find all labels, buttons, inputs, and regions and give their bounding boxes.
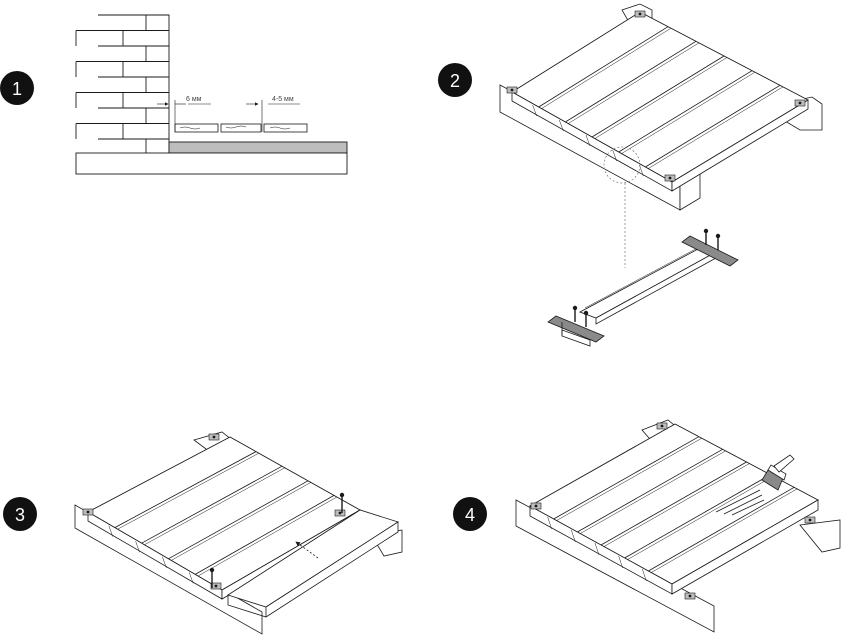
step-3-number: 3 <box>15 505 25 525</box>
insert-direction-arrow <box>295 541 319 559</box>
board-seam <box>648 486 795 572</box>
board-seam <box>141 465 283 544</box>
step-2-panel: 2 <box>438 3 823 347</box>
end-grain <box>135 541 140 553</box>
board-seam <box>594 57 728 139</box>
end-grain <box>618 555 623 569</box>
deck-edge <box>671 499 819 595</box>
board-seam <box>603 463 750 547</box>
step-3-last-board <box>227 509 399 618</box>
screw-head <box>534 504 538 508</box>
board-seam <box>565 40 697 123</box>
step-2-number: 2 <box>450 71 460 91</box>
end-grain <box>594 542 600 556</box>
detail-board-clips <box>547 235 739 347</box>
board-seam <box>600 461 747 546</box>
deck-surface <box>529 423 819 585</box>
step-2-deck <box>499 3 823 211</box>
board-seam <box>553 436 700 520</box>
step-4-deck <box>515 419 841 633</box>
board-seam <box>198 496 338 577</box>
step-1-number: 1 <box>12 79 22 99</box>
step-1-badge: 1 <box>0 71 34 105</box>
floor-boards-side <box>174 123 308 133</box>
step-2-badge: 2 <box>438 63 472 97</box>
wall-gap-label: 6 мм <box>186 96 202 103</box>
board-seam <box>538 26 669 108</box>
board-seam <box>621 71 756 154</box>
board-seam <box>627 475 774 560</box>
board-seam <box>168 480 309 560</box>
end-grain <box>162 556 167 568</box>
board-seam <box>591 55 725 138</box>
screw-head <box>688 594 692 598</box>
step-3-badge: 3 <box>3 497 37 531</box>
brush-strokes <box>715 489 765 516</box>
deck-edge <box>671 99 809 192</box>
board-seam <box>624 474 771 559</box>
step-3-panel: 3 <box>3 431 403 635</box>
end-grain <box>612 149 617 162</box>
screw-head <box>86 510 90 514</box>
step-3-screws <box>209 492 345 588</box>
board-gap-dimension <box>246 100 300 132</box>
board-seam <box>541 27 672 109</box>
end-grain <box>642 568 647 582</box>
step-1-panel: 1 6 мм <box>0 14 348 175</box>
board-seam <box>580 450 726 534</box>
step-4-number: 4 <box>465 505 475 525</box>
joist <box>799 519 841 553</box>
screw-head <box>660 424 664 428</box>
end-grain <box>547 516 552 530</box>
board-seam <box>648 86 784 169</box>
board-seam <box>195 495 335 575</box>
board-seam <box>651 488 798 573</box>
board-gap-label: 4-5 мм <box>272 96 294 103</box>
board-seam <box>568 42 700 124</box>
screw-head <box>798 101 802 105</box>
board-seam <box>645 84 781 168</box>
wall-gap-dimension <box>157 100 211 132</box>
screw-head <box>510 88 514 92</box>
screw-head <box>212 435 216 439</box>
end-grain <box>559 119 564 132</box>
floor-base <box>75 141 348 175</box>
step-4-panel: 4 <box>453 419 841 633</box>
board-seam <box>117 452 260 530</box>
board-seam <box>114 451 257 528</box>
screw-head <box>338 511 342 515</box>
end-grain <box>188 572 194 584</box>
screw-head <box>638 12 642 16</box>
screw-head <box>214 584 218 588</box>
step-4-badge: 4 <box>453 497 487 531</box>
deck-surface <box>511 11 809 183</box>
detail-screws <box>572 228 721 327</box>
board-seam <box>171 482 312 561</box>
board-seam <box>618 70 753 153</box>
end-grain <box>571 529 576 543</box>
brick-wall <box>75 14 170 155</box>
end-grain <box>532 104 537 117</box>
paint-brush <box>761 454 795 491</box>
board-seam <box>577 448 723 533</box>
detail-callout <box>603 146 641 268</box>
board-seam <box>556 437 702 521</box>
end-grain <box>108 525 114 537</box>
board-seam <box>144 467 286 545</box>
screw-head <box>808 518 812 522</box>
screw-head <box>668 176 672 180</box>
end-grain <box>585 134 591 147</box>
